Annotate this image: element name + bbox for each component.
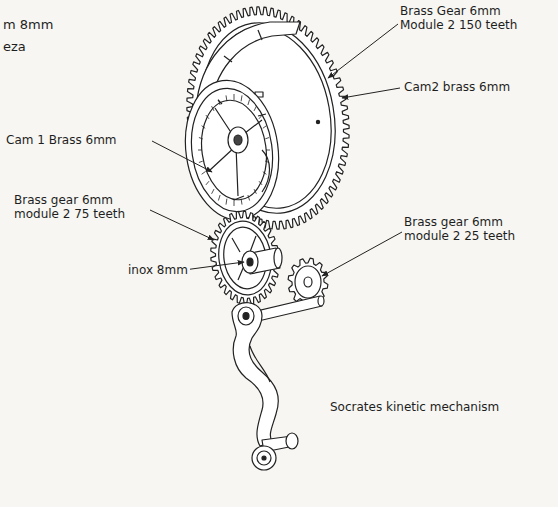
part-label: Cam 1 Brass 6mm [4, 133, 119, 147]
cut-off-label: m 8mm [1, 18, 55, 32]
leader-lines [150, 24, 402, 276]
part-label: Brass gear 6mm module 2 25 teeth [402, 215, 520, 243]
crank-arm [232, 303, 298, 470]
part-label: Brass Gear 6mm Module 2 150 teeth [398, 4, 522, 32]
part-label: inox 8mm [126, 263, 190, 277]
crank-shaft [252, 296, 324, 322]
part-label: Brass gear 6mm module 2 75 teeth [12, 193, 130, 221]
cam-1 [177, 74, 288, 225]
caption-text: Socrates kinetic mechanism [328, 400, 501, 414]
gear-75-teeth [211, 211, 279, 304]
inox-shaft [242, 248, 282, 274]
part-label: Cam2 brass 6mm [402, 80, 512, 94]
cut-off-label: eza [1, 40, 28, 54]
